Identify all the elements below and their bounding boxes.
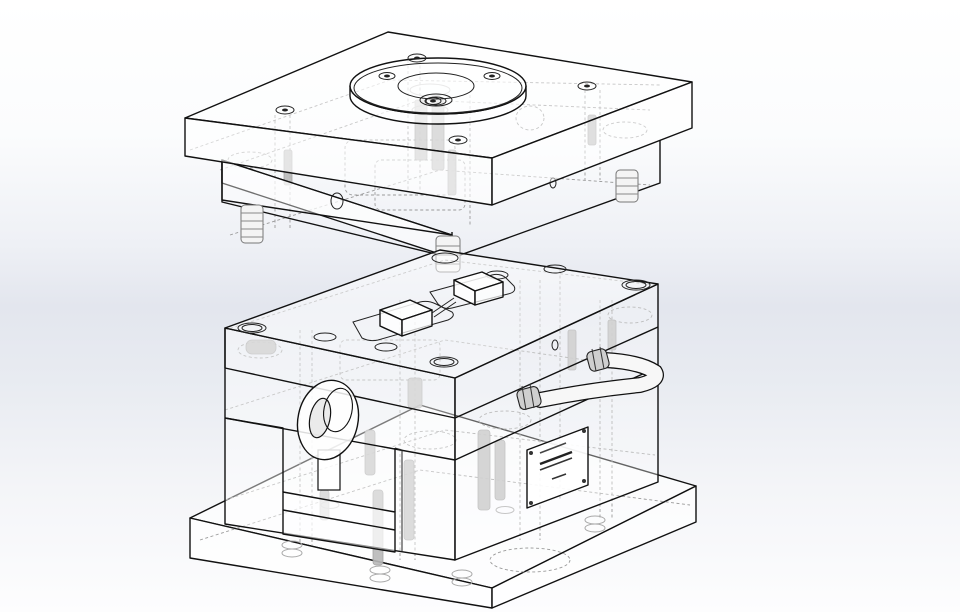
ejector-housing: [224, 417, 403, 553]
ejector-foot-icon: [451, 569, 473, 587]
screw-head-icon: [424, 97, 442, 105]
eyebolt: [296, 379, 360, 491]
screw-head-icon: [378, 72, 396, 80]
top-mold-half: [184, 31, 693, 273]
core-plate-top: [224, 249, 659, 379]
ejector-foot-icon: [584, 515, 606, 533]
guide-pin-icon: [240, 204, 264, 244]
hose-clamp-icon: [516, 383, 542, 411]
nameplate: [526, 426, 589, 509]
cavity-inserts: [352, 271, 516, 342]
hose-clamp-icon: [586, 346, 610, 372]
screw-head-icon: [483, 72, 501, 80]
ejector-foot-icon: [369, 565, 391, 583]
cavity-insert-icon: [453, 271, 504, 306]
screw-head-icon: [407, 53, 427, 63]
locating-ring: [349, 57, 527, 125]
cooling-hose: [516, 346, 664, 411]
guide-pin-icon: [615, 169, 639, 203]
bottom-mold-half: [189, 249, 697, 609]
cavity-plate-upper: [221, 140, 661, 259]
ejector-foot-icon: [495, 506, 515, 514]
screw-head-icon: [577, 81, 597, 91]
ejector-foot-icon: [281, 540, 303, 558]
screw-head-icon: [448, 135, 468, 145]
screw-head-icon: [275, 105, 295, 115]
cavity-insert-icon: [379, 299, 433, 337]
guide-pins-top: [240, 169, 639, 273]
clamp-plate-screws: [275, 53, 597, 145]
